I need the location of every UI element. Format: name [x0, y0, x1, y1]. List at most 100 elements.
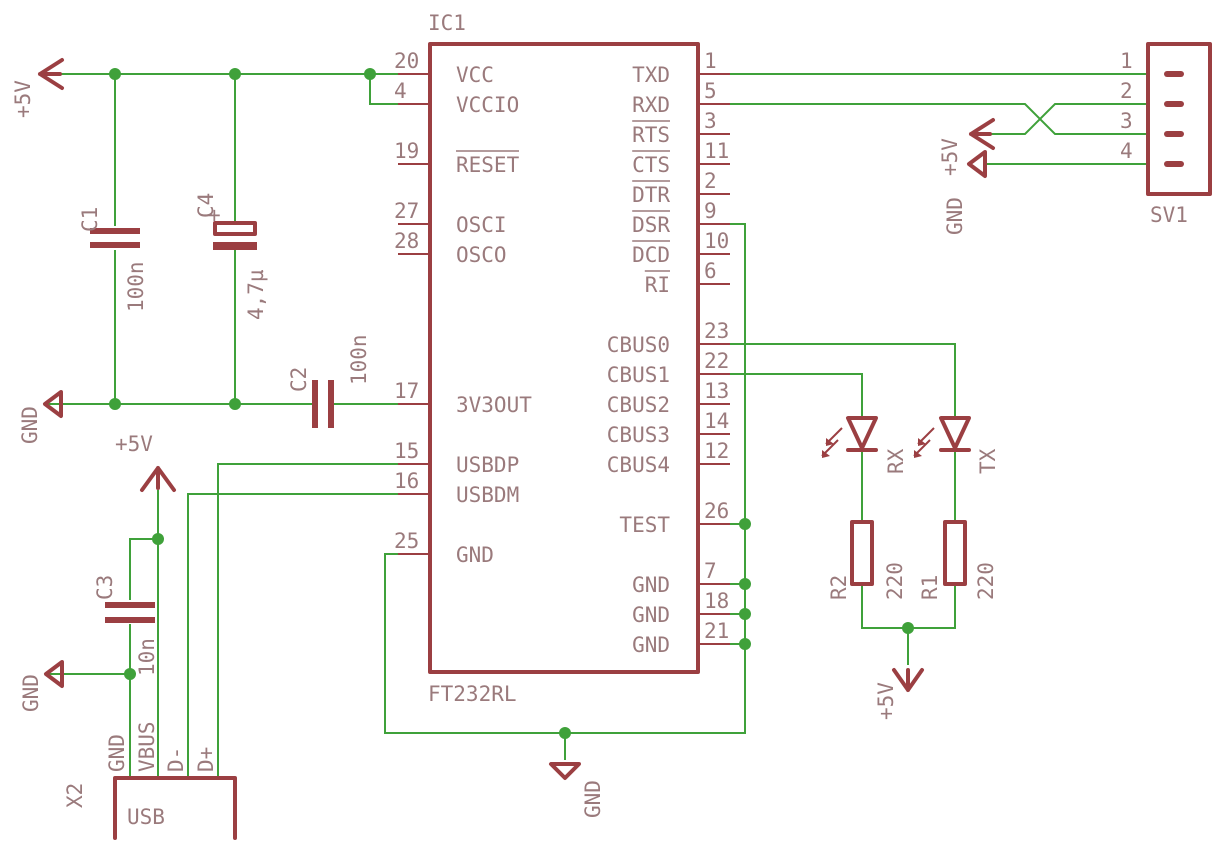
pin-number: 18 — [704, 589, 729, 613]
pin-name: OSCI — [456, 213, 507, 237]
ic1-ft232rl: IC1 FT232RL 20VCC4VCCIO19RESET27OSCI28OS… — [394, 11, 730, 706]
pin-name: DCD — [632, 243, 670, 267]
supply-gnd-usb: GND — [19, 660, 64, 712]
r2-name: R2 — [827, 575, 851, 600]
pin-number: 9 — [704, 199, 717, 223]
pin-name: CBUS2 — [607, 393, 670, 417]
supply-gnd-sv1: GND — [943, 150, 987, 235]
supply-vcc-usb: +5V — [115, 432, 176, 492]
pin-name: TEST — [619, 513, 670, 537]
pin-name: GND — [456, 543, 494, 567]
pin-number: 6 — [704, 259, 717, 283]
pin-name: RTS — [632, 123, 670, 147]
c1-name: C1 — [78, 207, 102, 232]
pin-name: DSR — [632, 213, 670, 237]
supply-vcc-top-left: +5V — [11, 58, 64, 118]
pin-number: 23 — [704, 319, 729, 343]
ic1-left-pins: 20VCC4VCCIO19RESET27OSCI28OSCO173V3OUT15… — [394, 49, 532, 567]
capacitor-c4: + C4 4,7µ — [194, 193, 268, 320]
gnd-label-left: GND — [18, 406, 42, 444]
ic1-right-pins: 1TXD5RXD3RTS11CTS2DTR9DSR10DCD6RI23CBUS0… — [607, 49, 730, 657]
pin-name: OSCO — [456, 243, 507, 267]
pin-number: 1 — [704, 49, 717, 73]
usb-pin-dplus: D+ — [194, 747, 218, 772]
pin-name: TXD — [632, 63, 670, 87]
vcc-label-leds: +5V — [874, 682, 898, 720]
sv1-pin-3: 3 — [1120, 109, 1133, 133]
resistor-r1: R1 220 — [918, 520, 998, 600]
vcc-label-top-left: +5V — [11, 80, 35, 118]
vcc-label-sv1: +5V — [938, 138, 962, 176]
pin-name: RI — [645, 273, 670, 297]
usb-connector-x2: USB X2 GND VBUS D- D+ — [63, 721, 237, 840]
ic1-name: IC1 — [428, 11, 466, 35]
usb-name: X2 — [63, 783, 87, 808]
pin-number: 17 — [394, 379, 419, 403]
pin-number: 13 — [704, 379, 729, 403]
pin-name: CTS — [632, 153, 670, 177]
pin-name: GND — [632, 633, 670, 657]
pin-number: 19 — [394, 139, 419, 163]
sv1-pin-1: 1 — [1120, 49, 1133, 73]
pin-name: GND — [632, 603, 670, 627]
pin-number: 12 — [704, 439, 729, 463]
pin-number: 22 — [704, 349, 729, 373]
pin-number: 5 — [704, 79, 717, 103]
supply-gnd-bottom: GND — [549, 762, 605, 818]
pin-number: 25 — [394, 529, 419, 553]
supply-vcc-leds: +5V — [874, 668, 924, 720]
pin-number: 27 — [394, 199, 419, 223]
supply-vcc-sv1: +5V — [938, 118, 995, 176]
c1-value: 100n — [124, 261, 148, 312]
r1-value: 220 — [974, 562, 998, 600]
connector-sv1: 1 2 3 4 SV1 — [1120, 42, 1212, 227]
capacitor-c3: C3 10n — [93, 575, 159, 676]
ic1-pin-17: 17 3V3OUT — [394, 379, 532, 417]
pin-number: 10 — [704, 229, 729, 253]
c4-value: 4,7µ — [244, 269, 268, 320]
junctions — [109, 68, 914, 739]
pin-name: DTR — [632, 183, 670, 207]
pin-number: 26 — [704, 499, 729, 523]
pin-name: GND — [632, 573, 670, 597]
c3-name: C3 — [93, 575, 117, 600]
pin-name: 3V3OUT — [456, 393, 532, 417]
pin-number: 2 — [704, 169, 717, 193]
c2-value: 100n — [347, 334, 371, 385]
resistor-r2: R2 220 — [827, 520, 907, 600]
pin-number: 21 — [704, 619, 729, 643]
pin-name: VCCIO — [456, 93, 519, 117]
led-tx-name: TX — [976, 448, 1000, 474]
pin-name: CBUS4 — [607, 453, 670, 477]
gnd-label-usb: GND — [19, 674, 43, 712]
sv1-pin-2: 2 — [1120, 79, 1133, 103]
pin-number: 20 — [394, 49, 419, 73]
c4-polarity: + — [208, 203, 221, 227]
c4-name: C4 — [194, 193, 218, 218]
pin-number: 3 — [704, 109, 717, 133]
pin-name: CBUS3 — [607, 423, 670, 447]
ic1-pin-6: 6RI — [645, 259, 730, 297]
gnd-label-sv1: GND — [943, 197, 967, 235]
sv1-name: SV1 — [1150, 203, 1188, 227]
pin-number: 14 — [704, 409, 729, 433]
